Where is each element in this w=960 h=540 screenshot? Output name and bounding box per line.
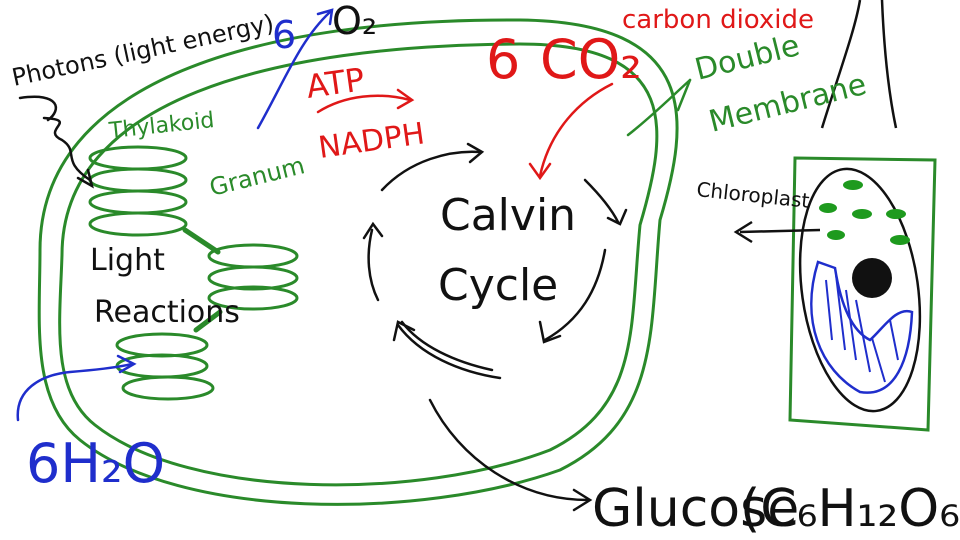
co2-coefficient: 6 bbox=[486, 28, 520, 91]
water-label: 6H₂O bbox=[26, 432, 165, 495]
granum-stack-middle bbox=[207, 243, 299, 311]
co2-label: CO₂ bbox=[540, 28, 642, 91]
granum-stack-bottom bbox=[115, 332, 215, 401]
granum-stack-top bbox=[88, 145, 188, 237]
atp-arrow bbox=[316, 88, 415, 114]
oxygen-arrow bbox=[256, 8, 334, 130]
o2-label: O₂ bbox=[332, 0, 377, 43]
light-reactions-label-2: Reactions bbox=[94, 295, 240, 330]
atp-label: ATP bbox=[304, 60, 367, 106]
glucose-arrow bbox=[428, 398, 593, 512]
calvin-cycle-arrows bbox=[362, 142, 628, 380]
granum-label: Granum bbox=[207, 151, 308, 202]
glucose-label: Glucose bbox=[592, 479, 799, 539]
water-arrow bbox=[16, 354, 137, 422]
stroma-lamellae bbox=[182, 227, 223, 333]
nadph-label: NADPH bbox=[316, 116, 427, 166]
calvin-cycle-label-1: Calvin bbox=[440, 190, 576, 241]
calvin-cycle-label-2: Cycle bbox=[438, 260, 558, 311]
plant-cell bbox=[733, 156, 937, 432]
carbon-dioxide-label: carbon dioxide bbox=[622, 5, 814, 35]
thylakoid-label: Thylakoid bbox=[107, 108, 216, 144]
light-reactions-label-1: Light bbox=[90, 243, 165, 278]
chloroplast-dots bbox=[819, 180, 910, 245]
photon-arrow bbox=[18, 95, 94, 189]
co2-arrow bbox=[528, 82, 614, 181]
double-membrane bbox=[37, 18, 679, 506]
glucose-formula-label: (C₆H₁₂O₆ bbox=[740, 479, 960, 539]
o2-coefficient: 6 bbox=[272, 13, 296, 57]
membrane-pointer bbox=[626, 78, 692, 137]
double-membrane-label-1: Double bbox=[691, 28, 803, 88]
cell-wall-lines bbox=[820, 0, 898, 129]
